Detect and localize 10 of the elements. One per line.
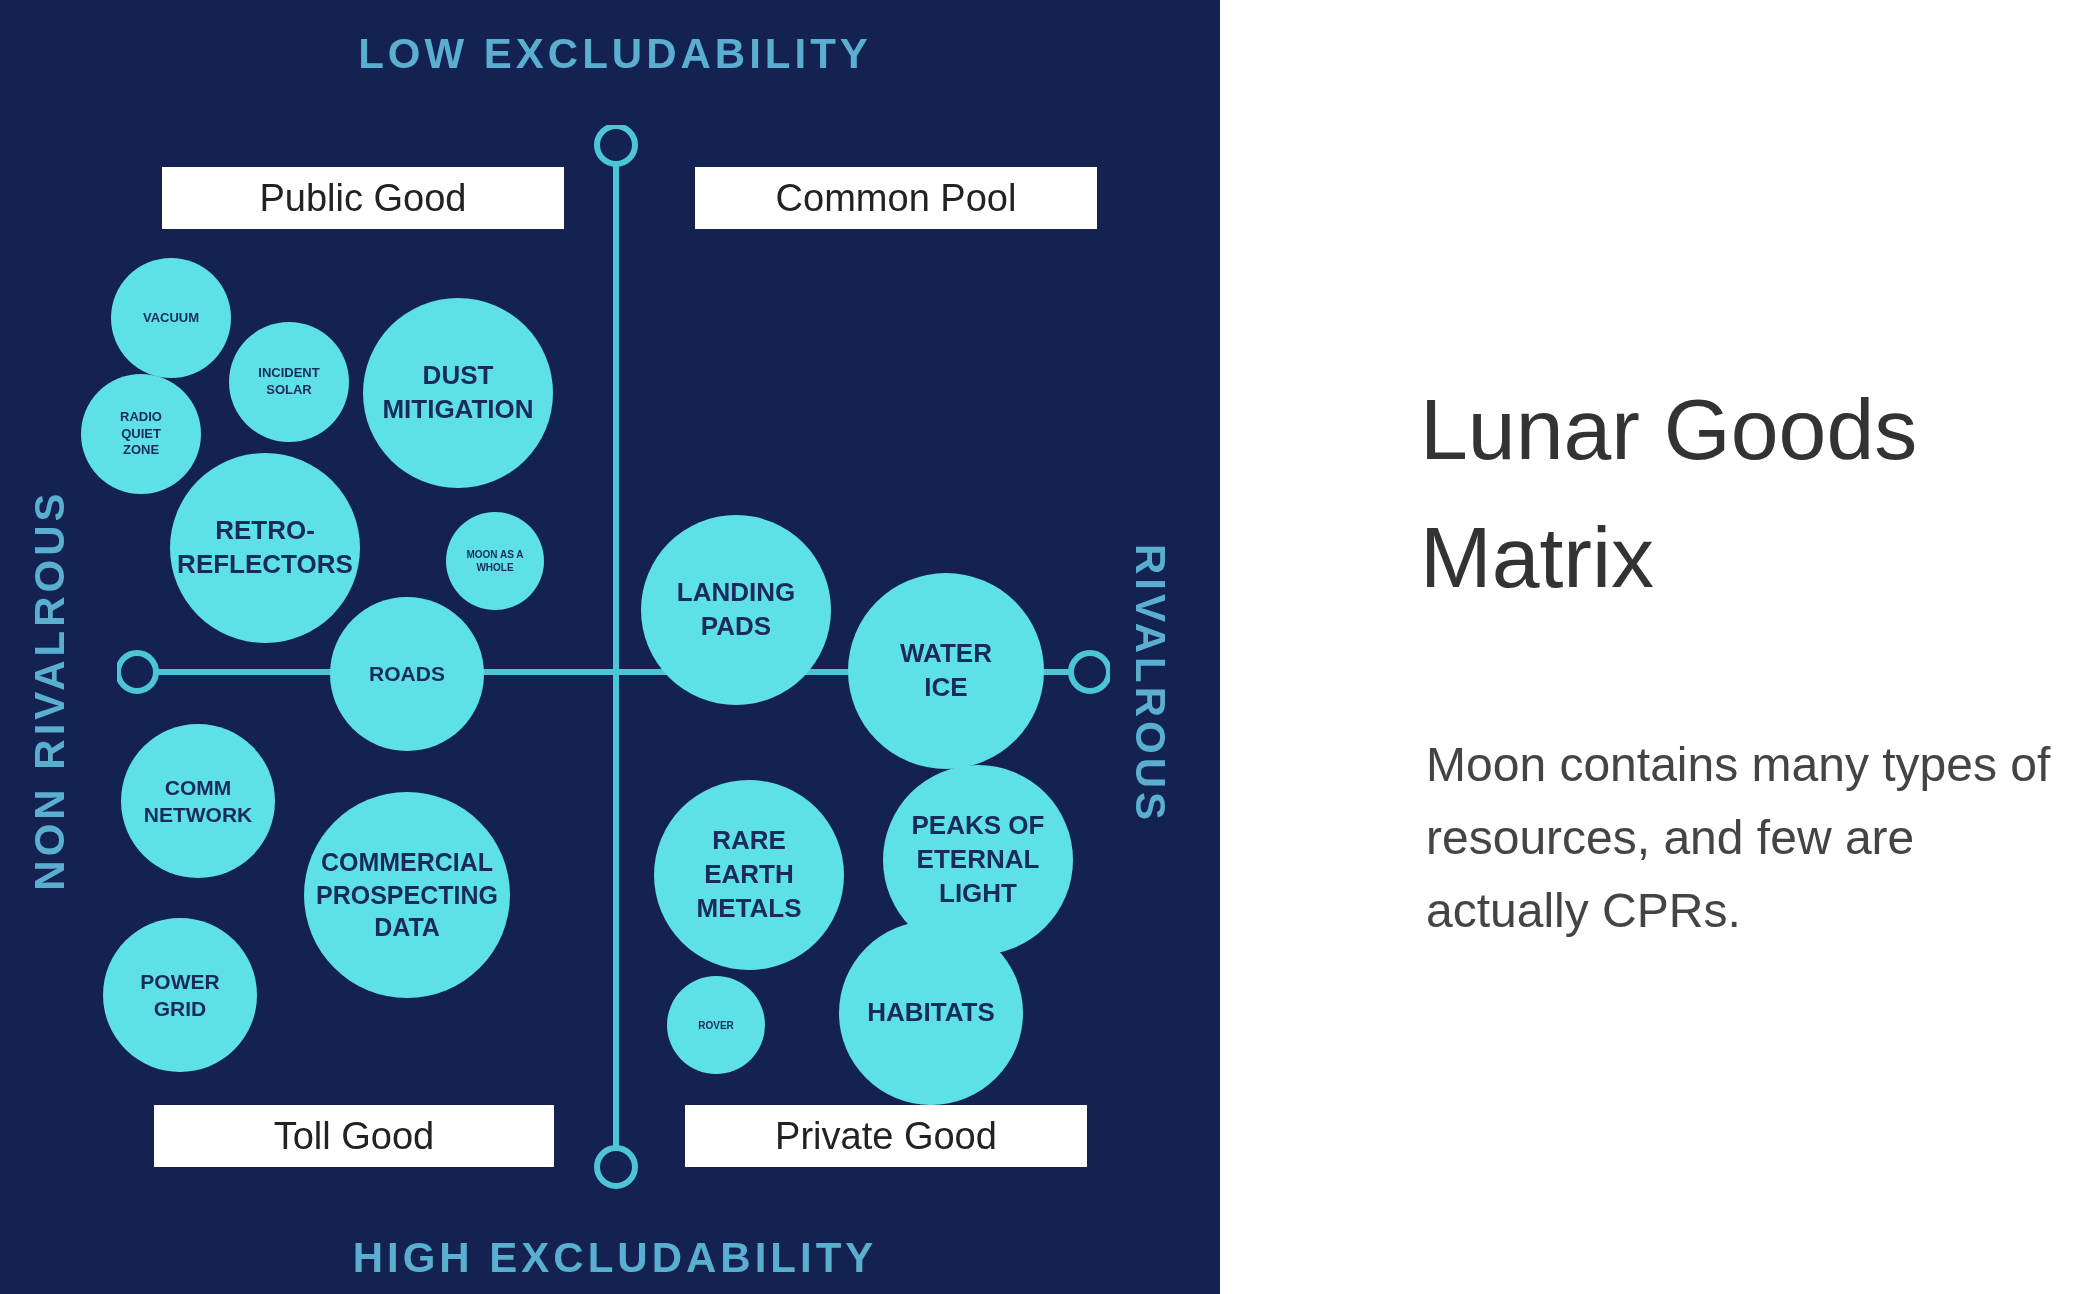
quadrant-label: Public Good: [162, 167, 564, 229]
quadrant-label: Common Pool: [695, 167, 1097, 229]
axis-label: HIGH EXCLUDABILITY: [351, 1233, 879, 1283]
quadrant-label: Toll Good: [154, 1105, 554, 1167]
axis-label: RIVALROUS: [1126, 542, 1174, 827]
axis-label: NON RIVALROUS: [26, 488, 74, 893]
description: Moon contains many types of resources, and few are actually CPRs.: [1426, 737, 2052, 939]
quadrant-label: Private Good: [685, 1105, 1087, 1167]
axis-label: LOW EXCLUDABILITY: [357, 29, 873, 79]
title: Lunar Goods Matrix: [1420, 380, 1919, 607]
